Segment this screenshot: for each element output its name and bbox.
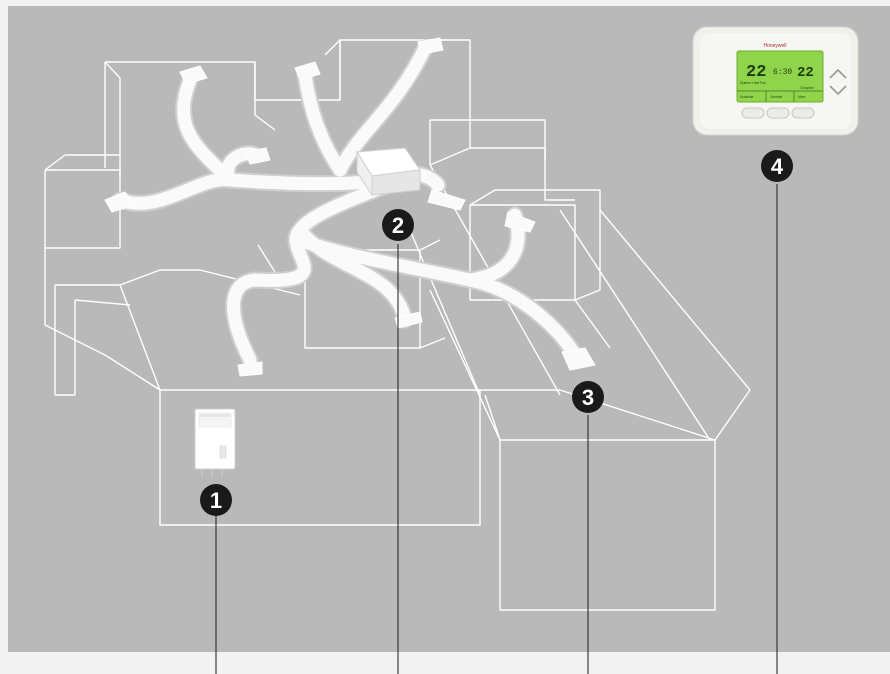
floor-register	[562, 348, 595, 370]
system-status: System: Heat Fan	[740, 81, 766, 85]
floor-register	[295, 62, 320, 80]
softkey-label-1: Schedule	[740, 95, 754, 99]
softkey-button-1	[742, 108, 764, 118]
softkey-button-2	[767, 108, 789, 118]
time-readout: 6:30	[773, 68, 792, 77]
callout-badge-1: 1	[200, 484, 232, 516]
occupancy-status: Occupied	[800, 86, 814, 90]
duct-network	[120, 48, 575, 360]
softkey-button-3	[792, 108, 814, 118]
svg-text:4: 4	[771, 154, 784, 179]
callout-badge-2: 2	[382, 209, 414, 241]
tankless-water-heater	[195, 409, 235, 476]
svg-text:2: 2	[392, 213, 404, 238]
thermostat-brand: Honeywell	[763, 43, 786, 49]
callout-badge-3: 3	[572, 381, 604, 413]
thermostat: Honeywell 22 6:30 22 System: Heat Fan Oc…	[693, 27, 858, 135]
callout-badge-4: 4	[761, 150, 793, 182]
floor-register	[238, 362, 262, 376]
softkey-label-2: Override	[770, 95, 782, 99]
softkey-label-3: More	[798, 95, 805, 99]
svg-text:1: 1	[210, 488, 222, 513]
set-temp-readout: 22	[797, 65, 814, 81]
indoor-temp-readout: 22	[746, 63, 766, 82]
svg-text:3: 3	[582, 385, 594, 410]
